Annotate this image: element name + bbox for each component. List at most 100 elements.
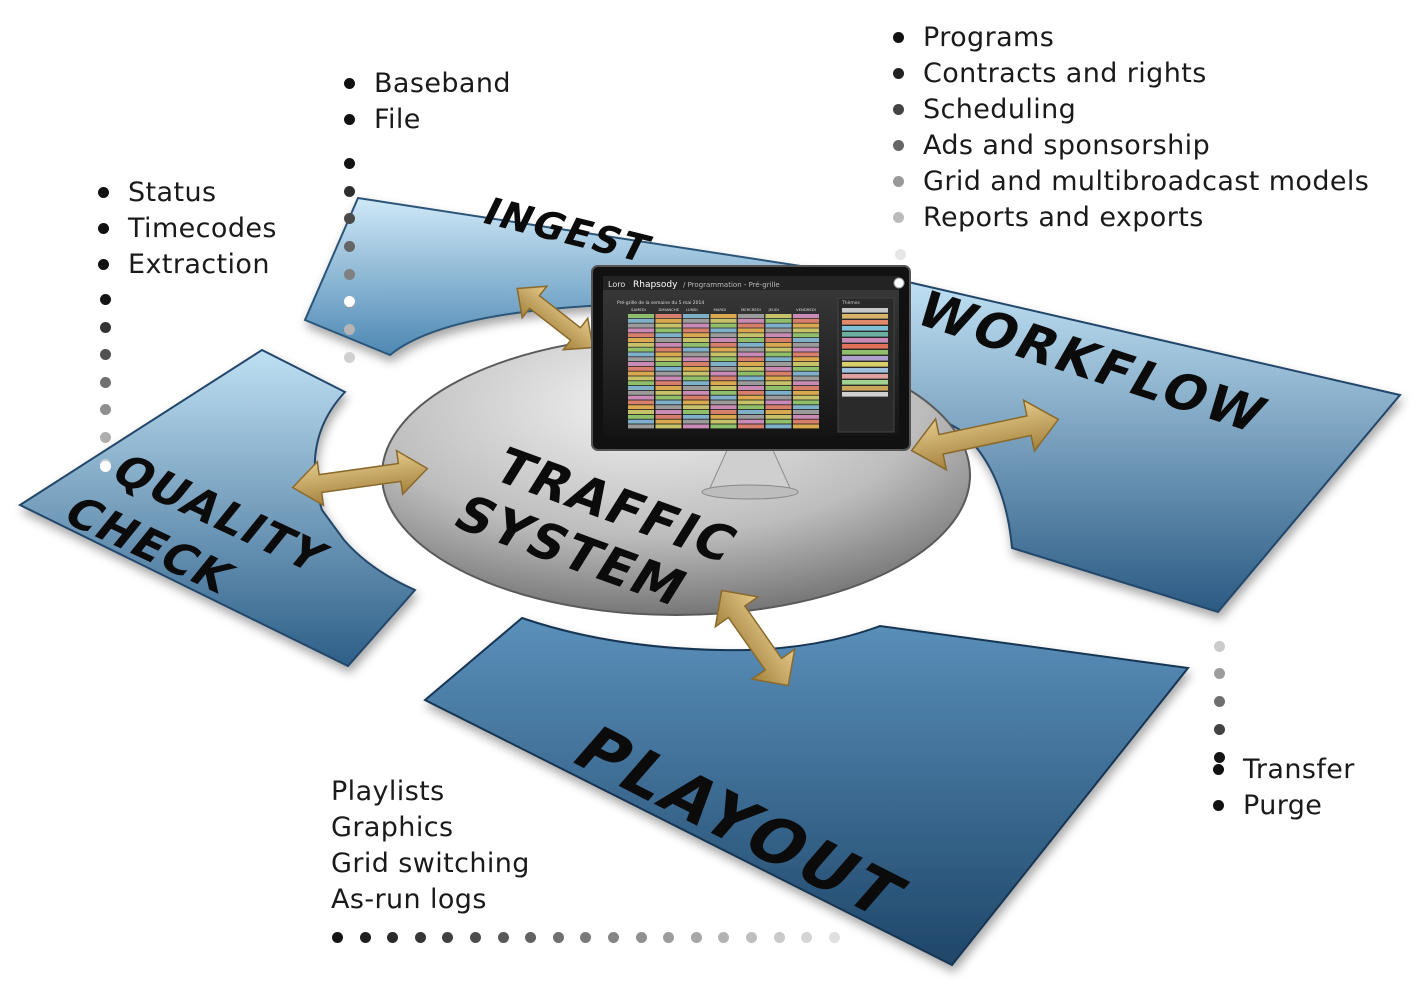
monitor-grid-title: Pré-grille de la semaine du 5 mai 2014 <box>617 299 704 306</box>
monitor-grid-cell <box>655 405 682 410</box>
monitor-panel-title: Thèmes <box>841 299 861 306</box>
monitor-grid-cell <box>793 328 819 333</box>
monitor-grid-cell <box>765 366 792 371</box>
monitor-grid-cell <box>655 338 682 342</box>
monitor-grid-cell <box>710 338 737 342</box>
connector-dot <box>100 321 111 333</box>
bullet-icon <box>893 32 904 43</box>
connector-dot <box>1214 641 1225 652</box>
monitor-grid-cell <box>683 424 709 429</box>
monitor-grid-cell <box>683 381 709 386</box>
monitor-icon: Loro Rhapsody / Programmation - Pré-gril… <box>591 265 911 500</box>
monitor-grid-cell <box>738 362 764 366</box>
list-item: Status <box>98 175 277 211</box>
monitor-grid-cell <box>738 395 764 400</box>
monitor-grid-cell <box>765 342 792 347</box>
monitor-grid-cell <box>710 333 737 338</box>
monitor-grid-cell <box>765 390 792 395</box>
connector-dot <box>344 213 355 225</box>
monitor-day-header: LUNDI <box>686 307 698 312</box>
monitor-grid-cell <box>655 414 682 419</box>
monitor-grid-cell <box>683 371 709 376</box>
monitor-grid-cell <box>793 424 819 429</box>
monitor-grid-cell <box>683 333 709 338</box>
monitor-grid-cell <box>655 376 682 381</box>
monitor-grid-cell <box>655 424 682 429</box>
monitor-theme-bar <box>842 386 888 391</box>
monitor-grid-cell <box>738 318 764 323</box>
bullet-icon <box>98 187 109 198</box>
bullet-icon <box>893 104 904 115</box>
monitor-grid-cell <box>655 314 682 318</box>
monitor-grid-cell <box>765 328 792 333</box>
bullet-icon <box>1213 800 1224 811</box>
bullet-icon <box>344 78 355 89</box>
monitor-grid-cell <box>683 352 709 357</box>
monitor-grid-cell <box>655 386 682 390</box>
bullet-icon <box>98 223 109 234</box>
monitor-grid-cell <box>738 352 764 357</box>
connector-dot <box>387 932 399 943</box>
monitor-grid-cell <box>683 338 709 342</box>
monitor-grid-cell <box>765 357 792 362</box>
monitor-grid-cell <box>683 400 709 405</box>
monitor-grid-cell <box>793 362 819 366</box>
monitor-grid-cell <box>710 314 737 318</box>
monitor-grid-cell <box>683 386 709 390</box>
monitor-grid-cell <box>738 376 764 381</box>
monitor-grid-cell <box>683 314 709 318</box>
monitor-grid-cell <box>683 357 709 362</box>
monitor-grid-cell <box>765 381 792 386</box>
monitor-theme-bar <box>842 326 888 331</box>
connector-dot <box>344 185 355 197</box>
monitor-grid-cell <box>710 419 737 424</box>
monitor-grid-cell <box>738 314 764 318</box>
monitor-app-name: Rhapsody <box>633 280 678 290</box>
monitor-grid-cell <box>683 366 709 371</box>
monitor-grid-cell <box>710 362 737 366</box>
monitor-grid-cell <box>655 357 682 362</box>
list-item: Contracts and rights <box>893 56 1369 92</box>
monitor-grid-cell <box>765 323 792 328</box>
monitor-grid-cell <box>738 381 764 386</box>
monitor-grid-cell <box>710 318 737 323</box>
monitor-grid-cell <box>738 390 764 395</box>
monitor-grid-cell <box>793 371 819 376</box>
connector-dot <box>773 932 785 943</box>
monitor-grid-cell <box>655 328 682 333</box>
bullet-icon <box>1213 764 1224 775</box>
connector-dot <box>344 324 355 336</box>
monitor-grid-cell <box>655 400 682 405</box>
connector-dot <box>1214 668 1225 679</box>
list-item: Scheduling <box>893 92 1369 128</box>
monitor-theme-bar <box>842 314 888 319</box>
monitor-grid-cell <box>793 410 819 414</box>
monitor-grid-cell <box>628 410 654 414</box>
monitor-grid-cell <box>765 376 792 381</box>
quality-check-list: Status Timecodes Extraction <box>98 175 277 283</box>
monitor-grid-cell <box>765 419 792 424</box>
monitor-grid-cell <box>738 424 764 429</box>
monitor-grid-cell <box>628 342 654 347</box>
connector-dot <box>414 932 426 943</box>
connector-dot <box>470 932 481 943</box>
monitor-grid-cell <box>628 318 654 323</box>
monitor-grid-cell <box>738 366 764 371</box>
monitor-grid-cell <box>628 357 654 362</box>
monitor-grid-cell <box>765 318 792 323</box>
playout-panel <box>423 616 1190 967</box>
list-item: Ads and sponsorship <box>893 128 1369 164</box>
monitor-grid-cell <box>683 410 709 414</box>
arrow-workflow-traffic-icon <box>910 398 1060 472</box>
list-item: Baseband <box>344 66 511 102</box>
monitor-grid-cell <box>628 328 654 333</box>
monitor-grid-cell <box>793 314 819 318</box>
ingest-list: Baseband File <box>344 66 511 138</box>
monitor-grid-cell <box>628 419 654 424</box>
monitor-theme-bar <box>842 356 888 361</box>
monitor-theme-bar <box>842 374 888 379</box>
monitor-grid-cell <box>683 376 709 381</box>
monitor-grid-cell <box>738 328 764 333</box>
monitor-grid-cell <box>793 405 819 410</box>
